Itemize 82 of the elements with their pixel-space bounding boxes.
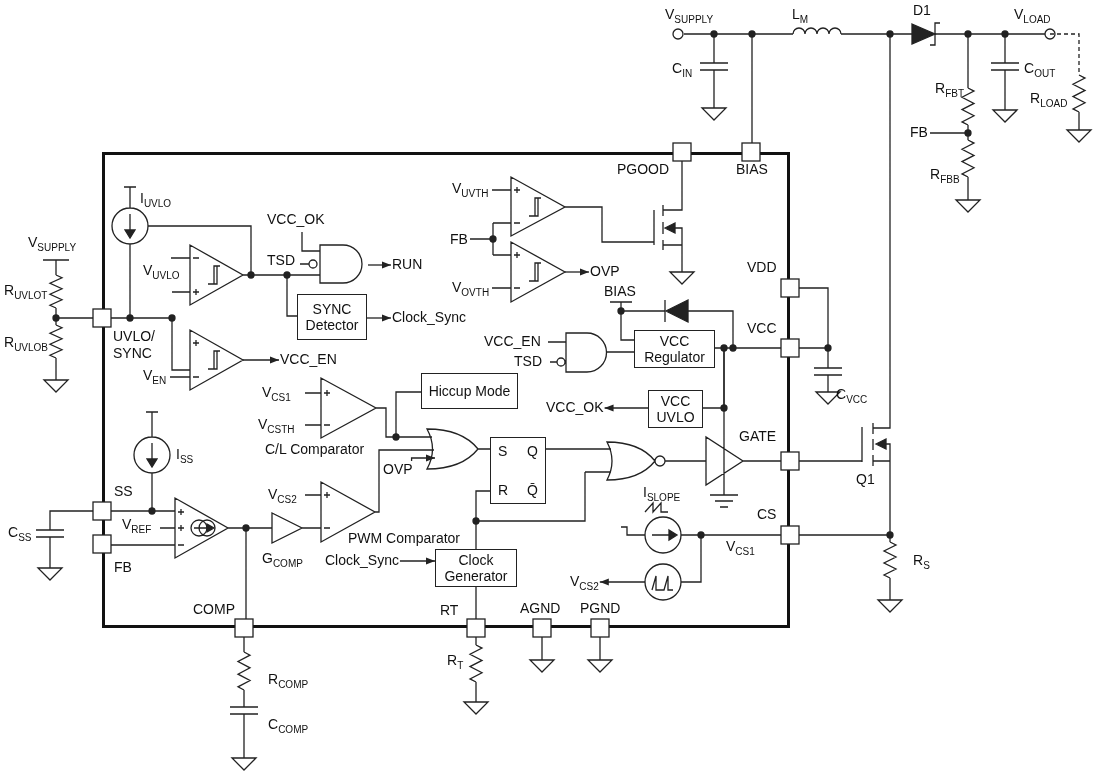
pin-label: VDD — [747, 259, 777, 276]
component-label: R$_{UVLOT}$ — [4, 282, 48, 303]
component-label: C$_{IN}$ — [672, 60, 693, 81]
signal-label: V$_{CS1}$ — [262, 384, 291, 405]
pin-label: SS — [114, 483, 133, 500]
pin-label: BIAS — [736, 161, 768, 178]
component-label: L$_{M}$ — [792, 6, 809, 27]
pin-label: Q — [527, 443, 538, 459]
pin-label: PGOOD — [617, 161, 670, 178]
signal-label: V$_{SUPPLY}$ — [28, 234, 77, 255]
pin-label: VCC — [747, 320, 777, 337]
signal-label: V$_{SUPPLY}$ — [665, 6, 714, 27]
component-label: I$_{UVLO}$ — [140, 190, 172, 211]
pin-label: RT — [440, 602, 459, 619]
signal-label: V$_{CS2}$ — [570, 573, 599, 595]
block-label: C/L Comparator — [265, 441, 365, 458]
connector-line — [475, 490, 491, 550]
function-block: Clock Generator — [435, 549, 517, 587]
function-block: VCC UVLO — [648, 390, 703, 428]
signal-label: V$_{UVLO}$ — [143, 262, 180, 283]
component-label: Q1 — [856, 471, 875, 488]
arrow — [410, 454, 436, 462]
component-label: R$_{UVLOB}$ — [4, 334, 49, 355]
pin-label: CS — [757, 506, 777, 523]
pin-label: GATE — [739, 428, 777, 445]
function-block: VCC Regulator — [634, 330, 715, 368]
signal-label: VCC_EN — [484, 333, 541, 350]
signal-label: VCC_EN — [280, 351, 337, 367]
signal-label: VCC_OK — [267, 211, 325, 228]
signal-label: FB — [910, 124, 928, 141]
signal-label: TSD — [267, 252, 295, 269]
signal-label: RUN — [392, 256, 423, 272]
component-label: R$_{LOAD}$ — [1030, 90, 1068, 111]
component-label: I$_{SS}$ — [176, 446, 194, 467]
pin-label: UVLO/ SYNC — [113, 328, 156, 362]
component-label: R$_{FBB}$ — [930, 166, 960, 187]
signal-label: V$_{CSTH}$ — [258, 416, 295, 437]
arrow — [603, 404, 649, 412]
arrow — [564, 268, 590, 276]
block-label: PWM Comparator — [348, 530, 461, 547]
component-label: R$_{COMP}$ — [268, 671, 309, 692]
signal-label: V$_{CS1}$ — [726, 538, 755, 559]
pin-label: FB — [114, 559, 132, 576]
sr-latch-block — [490, 437, 546, 504]
signal-label: Clock_Sync — [392, 309, 466, 325]
component-label: C$_{COMP}$ — [268, 716, 309, 737]
connector-line — [702, 347, 725, 409]
signal-label: V$_{LOAD}$ — [1014, 6, 1051, 27]
signal-label: BIAS — [604, 283, 636, 300]
function-block: SYNC Detector — [297, 294, 367, 340]
pin-label: COMP — [193, 601, 235, 618]
signal-label: V$_{OVTH}$ — [452, 279, 490, 300]
signal-label: V$_{CS2}$ — [268, 486, 297, 507]
component-label: C$_{VCC}$ — [836, 386, 868, 407]
pin-label: S — [498, 443, 508, 459]
arrow — [399, 557, 436, 565]
signal-label: Clock_Sync — [325, 552, 399, 568]
function-block: Hiccup Mode — [421, 373, 518, 409]
signal-label: V$_{REF}$ — [122, 516, 152, 537]
arrow — [242, 356, 280, 364]
component-label: R$_{FBT}$ — [935, 80, 964, 101]
component-label: C$_{OUT}$ — [1024, 60, 1056, 81]
pin-label: Q̄ — [527, 482, 538, 498]
component-label: R$_{S}$ — [913, 552, 930, 573]
signal-label: TSD — [514, 353, 542, 370]
signal-label: V$_{EN}$ — [143, 367, 167, 388]
arrow — [366, 314, 392, 322]
signal-label: V$_{UVTH}$ — [452, 180, 489, 201]
signal-label: OVP — [590, 263, 620, 279]
pin-label: R — [498, 482, 509, 498]
signal-label: FB — [450, 231, 468, 248]
component-label: C$_{SS}$ — [8, 524, 32, 545]
pin-label: AGND — [520, 600, 561, 617]
signal-label: VCC_OK — [546, 399, 604, 415]
component-label: G$_{COMP}$ — [262, 550, 303, 571]
pin-label: PGND — [580, 600, 621, 617]
component-label: I$_{SLOPE}$ — [643, 484, 681, 505]
signal-label: OVP — [383, 461, 413, 477]
arrow — [599, 578, 646, 586]
component-label: D1 — [913, 2, 931, 19]
component-label: R$_{T}$ — [447, 652, 464, 673]
arrow — [367, 261, 392, 269]
